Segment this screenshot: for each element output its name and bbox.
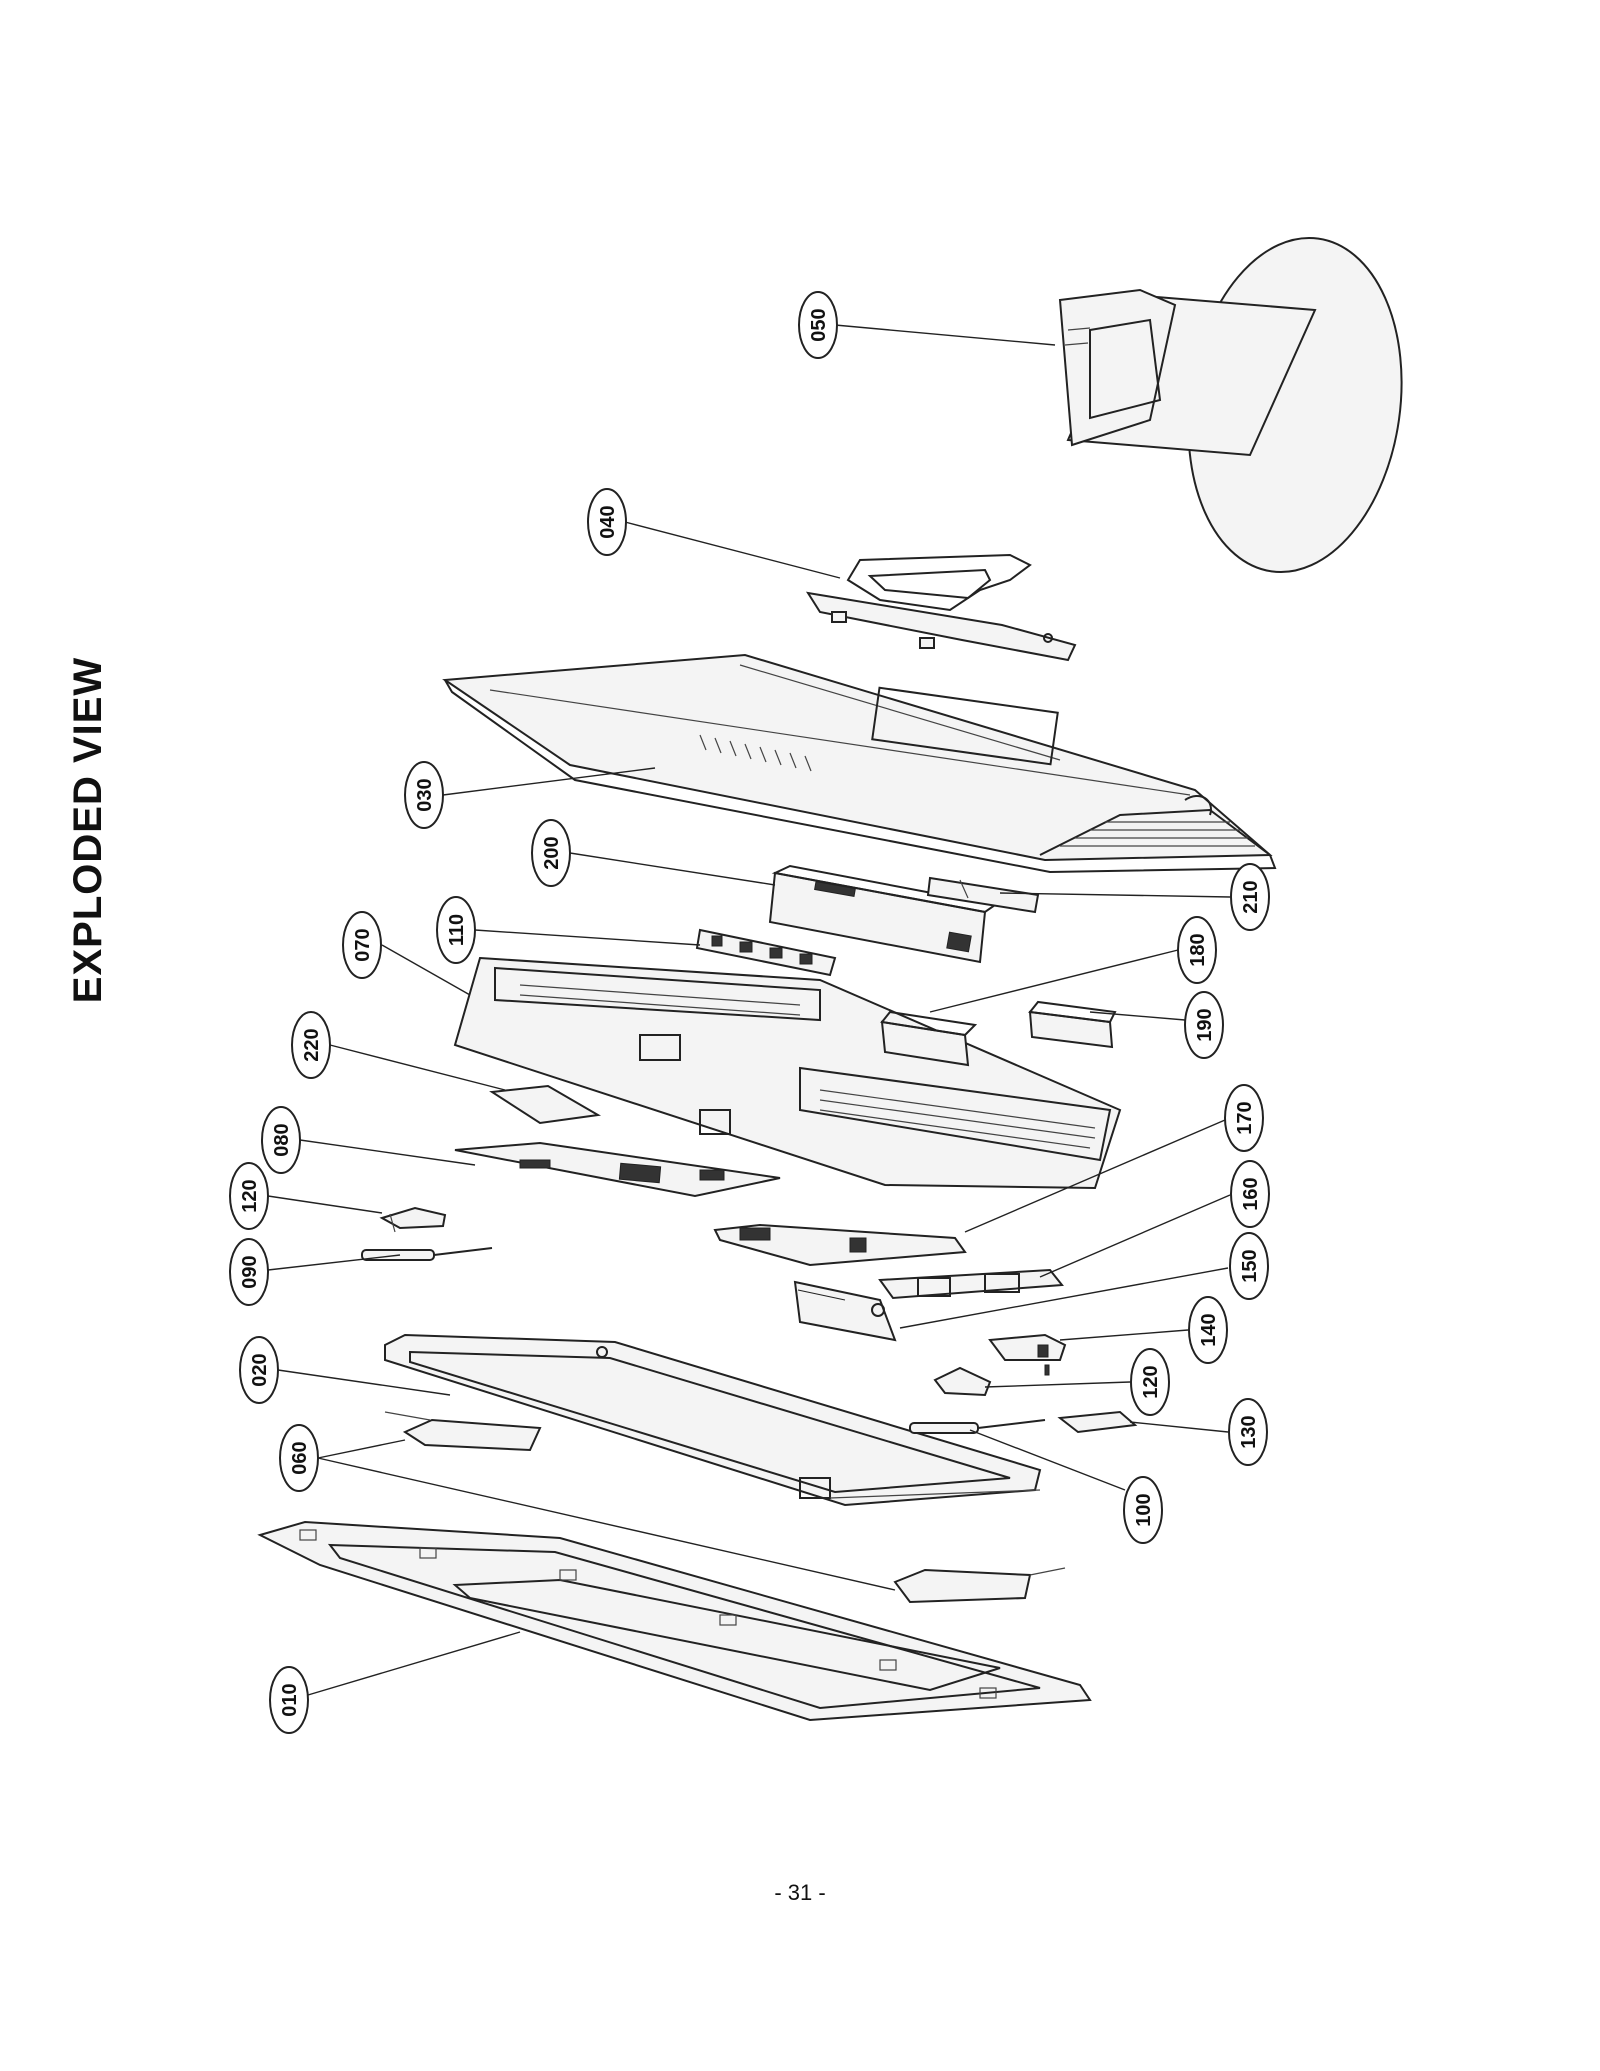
- leader-lines: [267, 324, 1231, 1696]
- part-stand-base: [1058, 236, 1403, 574]
- svg-text:080: 080: [271, 1123, 293, 1156]
- part-pin-right: [909, 1419, 1046, 1434]
- callout-060: 060: [279, 1424, 319, 1492]
- callout-200: 200: [531, 819, 571, 887]
- callout-160: 160: [1230, 1160, 1270, 1228]
- part-speaker-top: [384, 1411, 542, 1452]
- part-inverter-board: [878, 1268, 1064, 1300]
- callout-010: 010: [269, 1666, 309, 1734]
- callout-220: 220: [291, 1011, 331, 1079]
- svg-text:120: 120: [1140, 1365, 1162, 1398]
- svg-text:030: 030: [414, 778, 436, 811]
- callout-100: 100: [1123, 1476, 1163, 1544]
- part-clip-left: [379, 1206, 447, 1233]
- part-power-box: [768, 864, 998, 964]
- svg-text:110: 110: [446, 914, 468, 946]
- part-small-board: [1057, 1410, 1138, 1434]
- svg-text:210: 210: [1240, 880, 1262, 913]
- svg-text:040: 040: [597, 505, 619, 538]
- callout-140: 140: [1188, 1296, 1228, 1364]
- svg-text:070: 070: [352, 928, 374, 961]
- part-main-board: [454, 1141, 781, 1198]
- svg-text:060: 060: [289, 1441, 311, 1474]
- svg-text:160: 160: [1240, 1177, 1262, 1210]
- page-number: - 31 -: [774, 1880, 826, 1905]
- part-side-connector: [988, 1333, 1067, 1376]
- part-bracket-left: [880, 1010, 978, 1067]
- part-front-bezel: [257, 1520, 1092, 1722]
- svg-text:100: 100: [1133, 1493, 1155, 1526]
- callout-130: 130: [1228, 1398, 1268, 1466]
- callout-050: 050: [798, 291, 838, 359]
- callout-040: 040: [587, 488, 627, 556]
- callout-080: 080: [261, 1106, 301, 1174]
- part-control-board: [793, 1280, 897, 1342]
- svg-text:120: 120: [239, 1179, 261, 1212]
- part-shield-frame: [453, 956, 1122, 1190]
- part-thermal-pad: [489, 1084, 602, 1125]
- part-back-cover: [442, 653, 1277, 874]
- svg-text:170: 170: [1234, 1101, 1256, 1134]
- svg-text:150: 150: [1239, 1249, 1261, 1282]
- svg-text:220: 220: [301, 1028, 323, 1061]
- svg-text:010: 010: [279, 1683, 301, 1716]
- part-bracket-right: [1028, 1000, 1117, 1049]
- callout-170: 170: [1224, 1084, 1264, 1152]
- part-hinge-bracket: [805, 553, 1077, 662]
- part-connector-board: [695, 928, 837, 977]
- svg-text:140: 140: [1198, 1313, 1220, 1346]
- callout-030: 030: [404, 761, 444, 829]
- svg-text:050: 050: [808, 308, 830, 341]
- svg-text:200: 200: [541, 836, 563, 869]
- part-power-board: [713, 1223, 967, 1267]
- callout-190: 190: [1184, 991, 1224, 1059]
- part-control-strip: [926, 876, 1040, 914]
- callout-090: 090: [229, 1238, 269, 1306]
- callout-210: 210: [1230, 863, 1270, 931]
- part-speaker-bottom: [893, 1567, 1066, 1604]
- callout-020: 020: [239, 1336, 279, 1404]
- callout-120-right: 120: [1130, 1348, 1170, 1416]
- callout-150: 150: [1229, 1232, 1269, 1300]
- callout-070: 070: [342, 911, 382, 979]
- part-chassis-frame: [384, 1333, 1042, 1507]
- svg-text:190: 190: [1194, 1008, 1216, 1041]
- callout-120-left: 120: [229, 1162, 269, 1230]
- callout-180: 180: [1177, 916, 1217, 984]
- part-pin-left: [361, 1247, 493, 1261]
- svg-text:180: 180: [1187, 933, 1209, 966]
- callout-110: 110: [436, 896, 476, 964]
- svg-text:090: 090: [239, 1255, 261, 1288]
- svg-text:020: 020: [249, 1353, 271, 1386]
- part-clip-right: [933, 1366, 992, 1397]
- svg-text:130: 130: [1238, 1415, 1260, 1448]
